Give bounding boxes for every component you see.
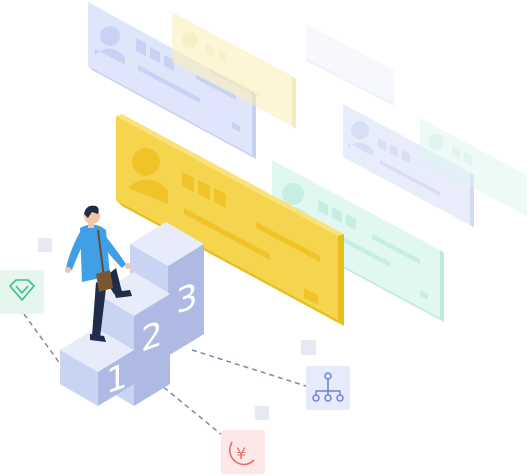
profile-card-cyan-far [420,118,527,216]
profile-card-yellow-back [172,12,296,129]
hierarchy-tree-icon [306,366,350,410]
yen-icon: ¥ [221,430,265,474]
profile-card-blue-right [343,104,474,228]
person-climbing [65,205,132,342]
decor-square [301,340,316,355]
yen-symbol: ¥ [236,444,246,463]
connector-lines [23,313,307,441]
profile-card-blue-top [88,2,256,159]
stairs [60,222,204,406]
step-number-2: 2 [141,313,163,361]
decor-square [255,406,269,420]
step-number-3: 3 [176,275,198,323]
profile-card-faded-top [306,24,394,106]
decor-square [38,238,52,252]
diamond-v-icon [0,270,44,314]
step-number-1: 1 [106,355,128,403]
